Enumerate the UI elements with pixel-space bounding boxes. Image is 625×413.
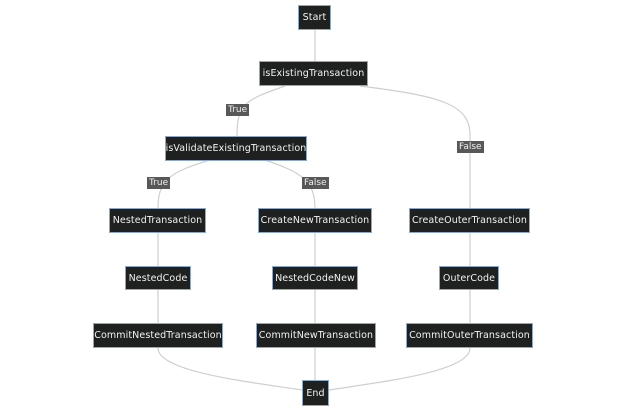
node-create-outer-transaction: CreateOuterTransaction xyxy=(409,208,530,233)
edge-commit-outer-to-end xyxy=(328,347,471,391)
node-create-new-transaction: CreateNewTransaction xyxy=(258,208,372,233)
edge-label-existing-true: True xyxy=(226,104,250,116)
node-commit-nested-transaction: CommitNestedTransaction xyxy=(93,323,223,348)
node-is-validate-existing-transaction: isValidateExistingTransaction xyxy=(165,136,307,161)
node-is-existing-transaction: isExistingTransaction xyxy=(259,61,368,86)
node-commit-outer-transaction: CommitOuterTransaction xyxy=(406,323,533,348)
edge-commit-nested-to-end xyxy=(157,347,303,391)
edge-label-existing-false: False xyxy=(457,141,484,153)
edge-label-validate-false: False xyxy=(302,177,329,189)
node-nested-code: NestedCode xyxy=(125,266,191,290)
node-end: End xyxy=(302,380,329,406)
node-commit-new-transaction: CommitNewTransaction xyxy=(256,323,376,348)
edge-label-validate-true: True xyxy=(147,177,171,189)
node-nested-transaction: NestedTransaction xyxy=(109,208,206,233)
node-outer-code: OuterCode xyxy=(439,266,499,290)
node-nested-code-new: NestedCodeNew xyxy=(272,266,358,290)
edge-is-existing-to-create-outer xyxy=(359,85,471,208)
node-start: Start xyxy=(298,5,331,30)
